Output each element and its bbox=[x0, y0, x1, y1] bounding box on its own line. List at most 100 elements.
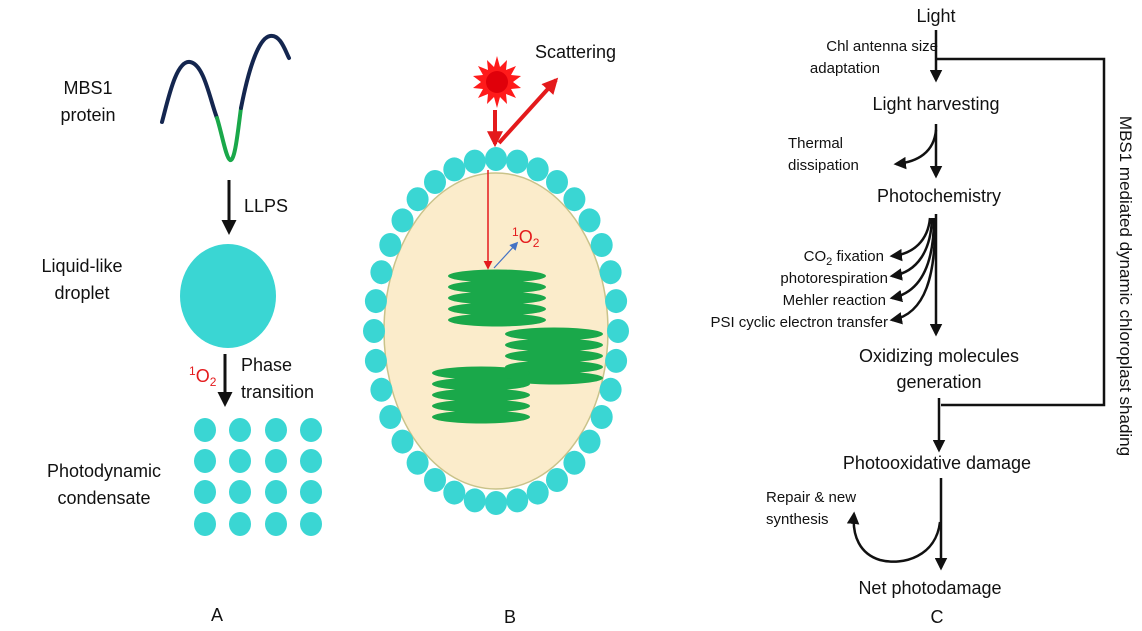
condensate-dot bbox=[229, 512, 251, 536]
condensate-dot bbox=[194, 449, 216, 473]
phase-label-line1: Phase bbox=[241, 355, 292, 375]
protein-label-line2: protein bbox=[60, 105, 115, 125]
condensate-dot bbox=[265, 512, 287, 536]
condensate-grid bbox=[194, 418, 322, 536]
branch-co2-fixation bbox=[889, 217, 932, 262]
condensate-dot bbox=[300, 418, 322, 442]
sun-icon bbox=[473, 56, 521, 108]
shading-droplet bbox=[526, 480, 549, 505]
shading-droplet bbox=[546, 468, 568, 492]
condensate-dot bbox=[194, 512, 216, 536]
shading-droplet bbox=[605, 289, 628, 314]
repair-label-line2: synthesis bbox=[766, 511, 829, 528]
singlet-oxygen-b: 1O2 bbox=[512, 225, 540, 250]
shading-droplet bbox=[563, 187, 586, 212]
psi-label: PSI cyclic electron transfer bbox=[710, 314, 888, 331]
thylakoid-disc bbox=[505, 360, 603, 374]
flow-light-harvesting: Light harvesting bbox=[872, 94, 999, 114]
condensate-dot bbox=[300, 512, 322, 536]
shading-droplet bbox=[599, 260, 622, 285]
protein-wave-green bbox=[215, 106, 243, 163]
flow-oxidizing-line2: generation bbox=[896, 372, 981, 392]
liquid-droplet bbox=[180, 244, 276, 348]
shading-droplet bbox=[370, 377, 393, 402]
shading-droplet bbox=[590, 233, 613, 257]
shading-droplet bbox=[605, 348, 628, 373]
thylakoid-disc bbox=[505, 349, 603, 363]
protein-wave-dark bbox=[160, 60, 219, 124]
panel-a-letter: A bbox=[211, 605, 223, 625]
shading-droplet bbox=[379, 405, 402, 429]
shading-droplet bbox=[485, 491, 507, 515]
shading-droplet bbox=[578, 429, 601, 454]
condensate-dot bbox=[265, 418, 287, 442]
thylakoid-disc bbox=[505, 327, 603, 341]
shading-droplet bbox=[463, 488, 486, 513]
shading-droplet bbox=[599, 377, 622, 402]
condensate-label-line2: condensate bbox=[57, 488, 150, 508]
thylakoid-disc bbox=[432, 410, 530, 424]
thylakoid-disc bbox=[448, 302, 546, 316]
flow-photooxidative-damage: Photooxidative damage bbox=[843, 453, 1031, 473]
thylakoid-grana bbox=[432, 269, 603, 424]
thylakoid-disc bbox=[432, 366, 530, 380]
mehler-label: Mehler reaction bbox=[783, 292, 886, 309]
shading-side-label: MBS1 mediated dynamic chloroplast shadin… bbox=[1116, 116, 1135, 456]
shading-droplet bbox=[443, 157, 466, 182]
panel-b: Scattering 1O2 B bbox=[363, 42, 629, 627]
protein-label-line1: MBS1 bbox=[63, 78, 112, 98]
shading-droplet bbox=[424, 468, 446, 492]
thylakoid-disc bbox=[448, 280, 546, 294]
repair-label-line1: Repair & new bbox=[766, 489, 856, 506]
shading-feedback-bracket bbox=[936, 57, 1106, 407]
protein-wave-dark-2 bbox=[239, 33, 291, 110]
thermal-label-line1: Thermal bbox=[788, 135, 843, 152]
droplet-label-line2: droplet bbox=[54, 283, 109, 303]
thylakoid-disc bbox=[448, 291, 546, 305]
condensate-dot bbox=[194, 480, 216, 504]
scattering-label: Scattering bbox=[535, 42, 616, 62]
panel-c-letter: C bbox=[931, 607, 944, 627]
shading-droplet bbox=[607, 319, 629, 343]
shading-droplet-layer bbox=[363, 147, 629, 515]
panel-b-letter: B bbox=[504, 607, 516, 627]
llps-label: LLPS bbox=[244, 196, 288, 216]
scattering-arrow bbox=[497, 77, 559, 145]
branch-psi-cyclic bbox=[889, 217, 937, 325]
thermal-label-line2: dissipation bbox=[788, 157, 859, 174]
branch-photorespiration bbox=[889, 217, 934, 281]
condensate-dot bbox=[265, 449, 287, 473]
shading-droplet bbox=[406, 187, 429, 212]
shading-droplet bbox=[526, 157, 549, 182]
shading-droplet bbox=[590, 405, 613, 429]
panel-c: Light Chl antenna size adaptation Light … bbox=[710, 6, 1135, 627]
condensate-dot bbox=[300, 480, 322, 504]
shading-droplet bbox=[379, 233, 402, 257]
shading-droplet bbox=[485, 147, 507, 171]
shading-droplet bbox=[370, 260, 393, 285]
shading-droplet bbox=[424, 170, 446, 194]
flow-light: Light bbox=[916, 6, 955, 26]
shading-droplet bbox=[506, 488, 529, 513]
flow-oxidizing-line1: Oxidizing molecules bbox=[859, 346, 1019, 366]
condensate-dot bbox=[229, 480, 251, 504]
shading-droplet bbox=[406, 450, 429, 475]
thylakoid-disc bbox=[448, 269, 546, 283]
singlet-oxygen-emission-arrow bbox=[493, 241, 519, 269]
shading-droplet bbox=[563, 450, 586, 475]
branch-mehler bbox=[889, 217, 936, 303]
thylakoid-disc bbox=[505, 371, 603, 385]
thylakoid-disc bbox=[432, 388, 530, 402]
thylakoid-disc bbox=[448, 313, 546, 327]
shading-droplet bbox=[364, 289, 387, 314]
shading-droplet bbox=[506, 149, 529, 174]
thermal-dissipation-branch bbox=[893, 129, 938, 170]
shading-droplet bbox=[364, 348, 387, 373]
condensate-dot bbox=[194, 418, 216, 442]
shading-droplet bbox=[546, 170, 568, 194]
droplet-label-line1: Liquid-like bbox=[41, 256, 122, 276]
singlet-oxygen-a: 1O2 bbox=[189, 364, 217, 389]
phase-label-line2: transition bbox=[241, 382, 314, 402]
